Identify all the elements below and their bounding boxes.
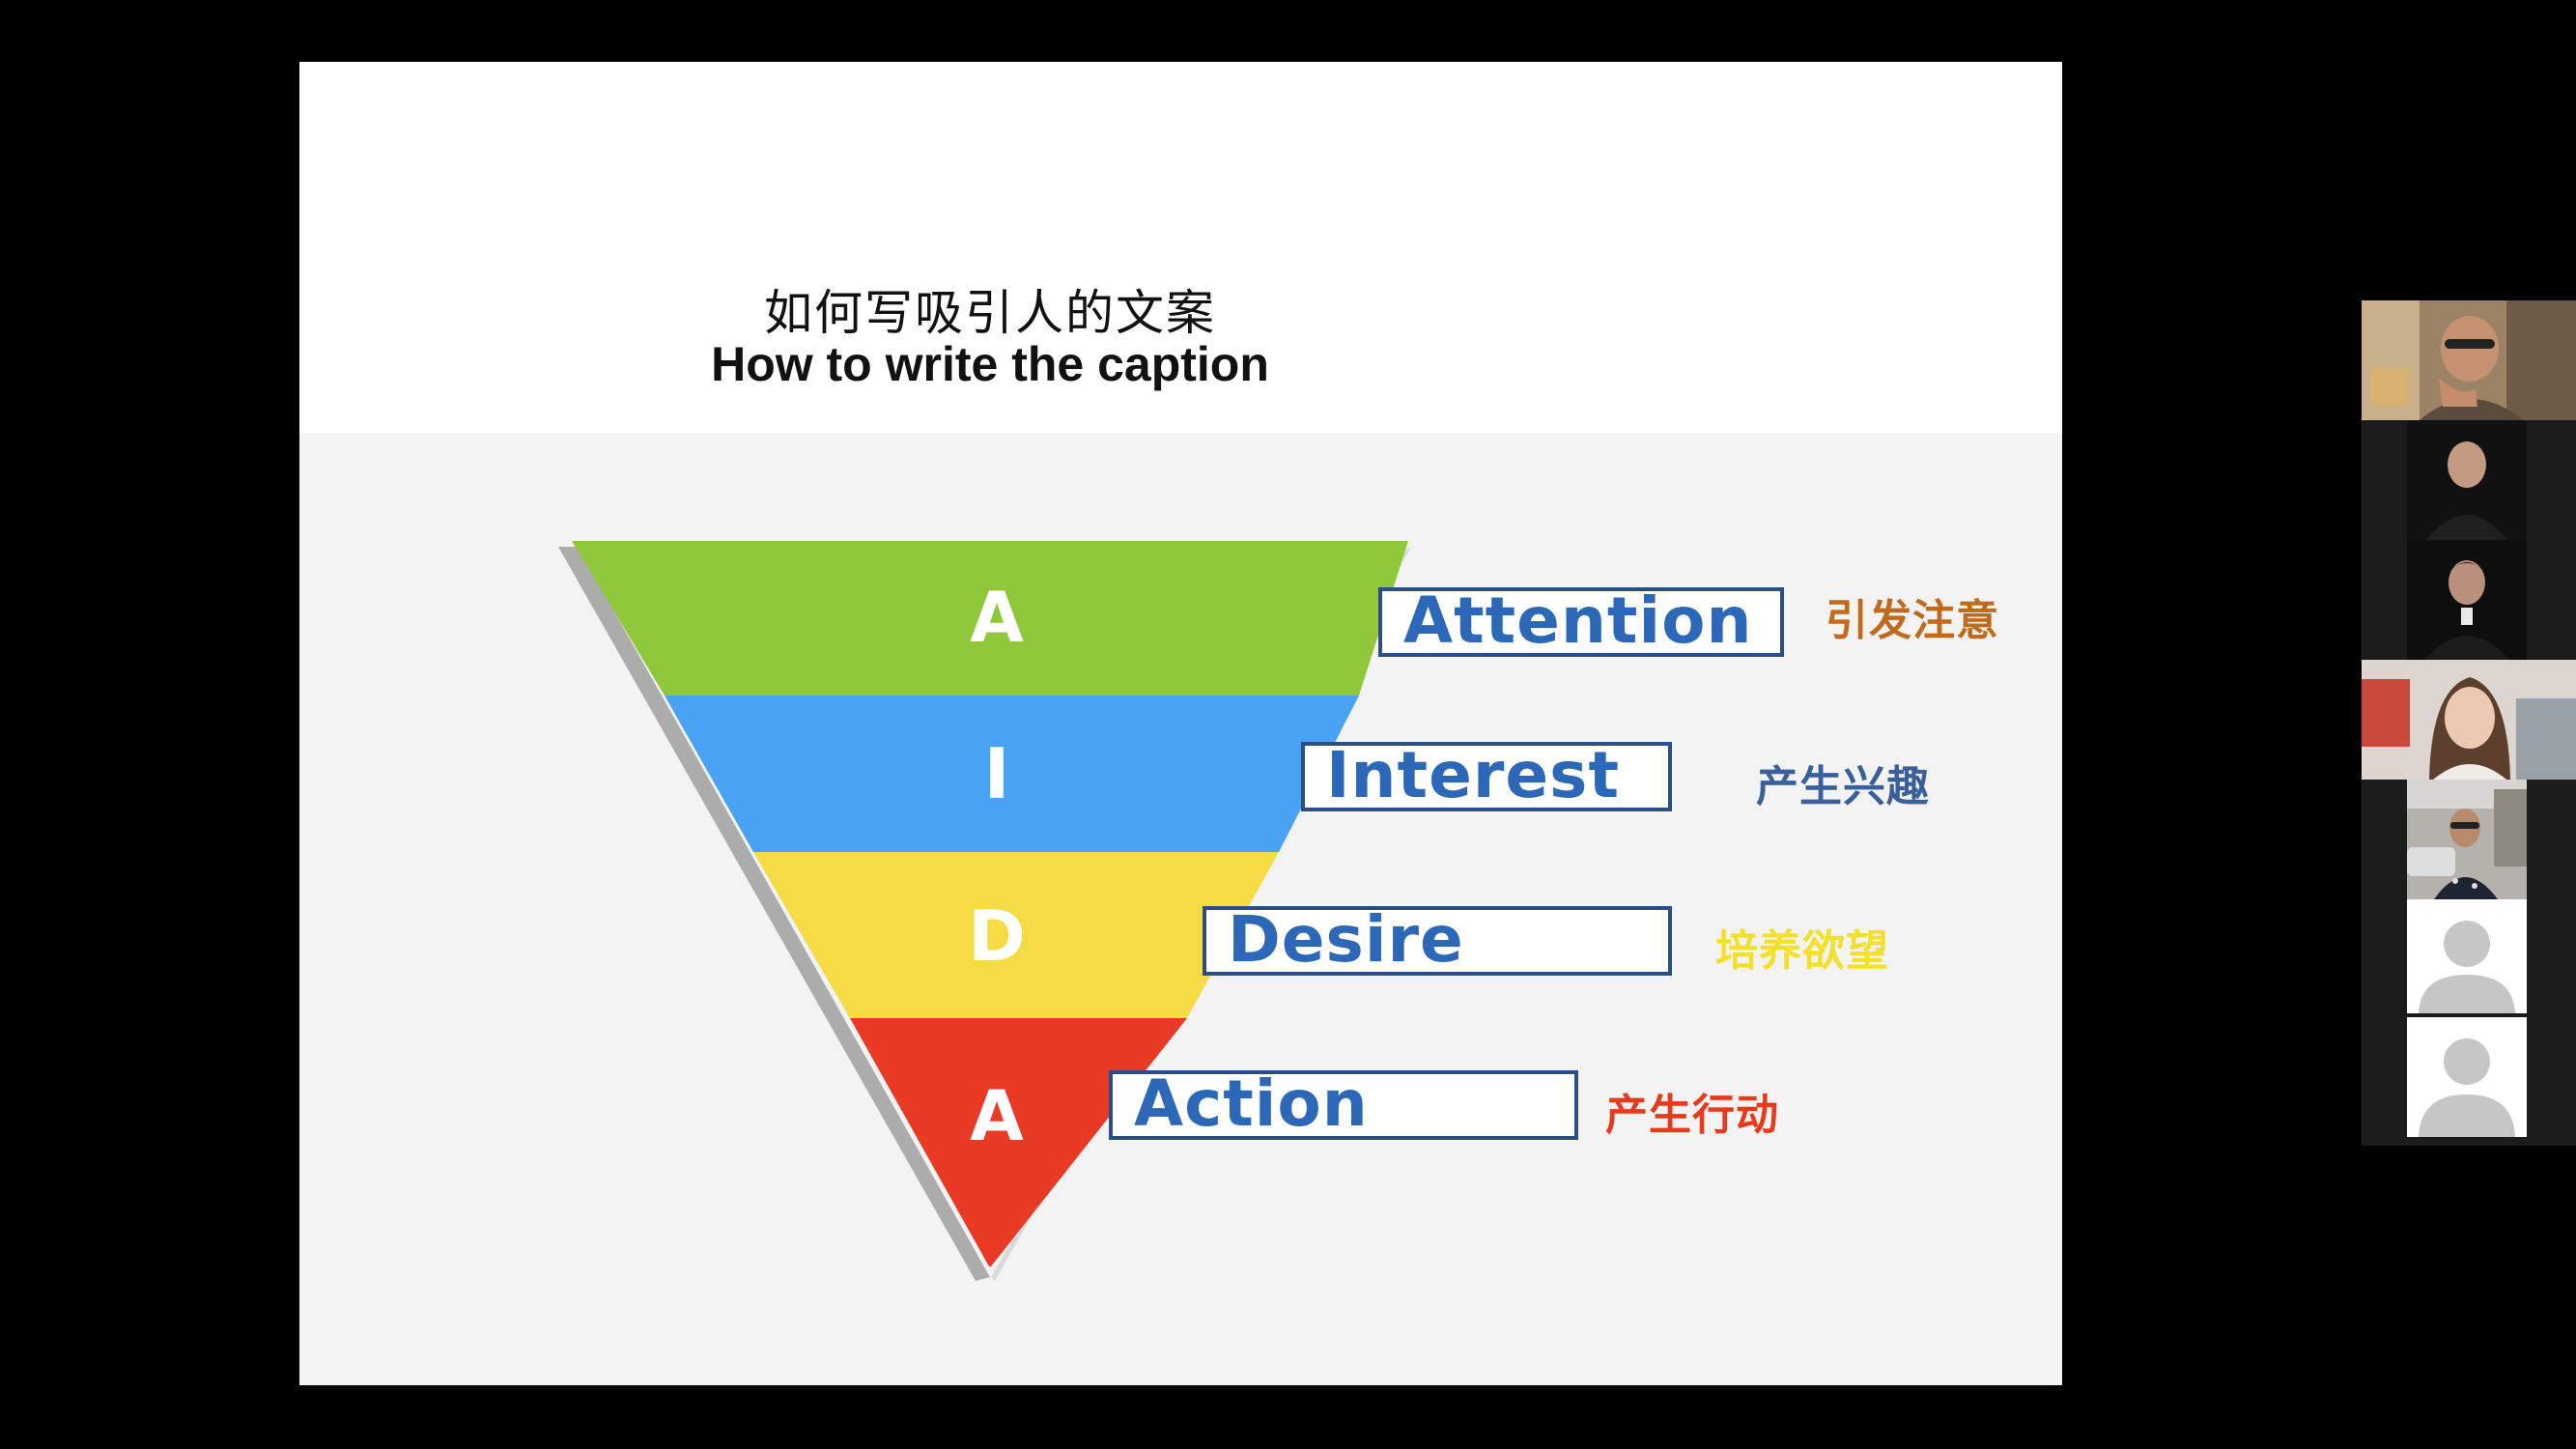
stage-label-desire-zh: 培养欲望 bbox=[1715, 926, 1889, 976]
participant-5-image bbox=[2407, 780, 2527, 899]
participant-4-video[interactable] bbox=[2362, 660, 2576, 780]
stage-box-attention: Attention bbox=[1378, 587, 1784, 657]
funnel-band-desire bbox=[753, 852, 1279, 1018]
participant-3-video[interactable] bbox=[2407, 540, 2527, 660]
aida-funnel: A I D A bbox=[558, 541, 1410, 1281]
funnel-band-interest bbox=[665, 696, 1359, 852]
participant-1-image bbox=[2362, 300, 2576, 420]
participant-6-avatar[interactable] bbox=[2407, 899, 2527, 1013]
funnel-letter-a2: A bbox=[970, 1075, 1024, 1156]
shared-slide: 如何写吸引人的文案 How to write the caption A I D… bbox=[299, 62, 2062, 1385]
funnel-band-attention bbox=[572, 541, 1408, 696]
funnel-band-action bbox=[850, 1018, 1187, 1266]
funnel-shadow bbox=[558, 547, 990, 1281]
slide-title-english: How to write the caption bbox=[711, 337, 1269, 391]
stage-label-action-zh: 产生行动 bbox=[1605, 1091, 1779, 1140]
slide-header-area bbox=[299, 62, 2062, 433]
stage-box-action: Action bbox=[1109, 1070, 1578, 1140]
funnel-letter-i: I bbox=[984, 733, 1010, 814]
participant-4-image bbox=[2362, 660, 2576, 780]
funnel-letter-d: D bbox=[968, 895, 1026, 977]
slide-title-chinese: 如何写吸引人的文案 bbox=[764, 285, 1216, 341]
participant-5-video[interactable] bbox=[2407, 780, 2527, 899]
stage-box-desire: Desire bbox=[1203, 906, 1672, 976]
stage-box-interest: Interest bbox=[1301, 742, 1672, 811]
participant-2-video[interactable] bbox=[2407, 420, 2527, 540]
participant-1-video[interactable] bbox=[2362, 300, 2576, 420]
participant-3-image bbox=[2407, 540, 2527, 660]
stage-label-interest-zh: 产生兴趣 bbox=[1756, 762, 1930, 811]
user-avatar-icon bbox=[2407, 899, 2527, 1013]
funnel-letter-a1: A bbox=[970, 577, 1024, 658]
participant-2-image bbox=[2407, 420, 2527, 540]
stage-label-attention-zh: 引发注意 bbox=[1826, 596, 1999, 645]
user-avatar-icon bbox=[2407, 1017, 2527, 1137]
participant-gallery bbox=[2362, 300, 2576, 1146]
participant-7-avatar[interactable] bbox=[2407, 1017, 2527, 1137]
